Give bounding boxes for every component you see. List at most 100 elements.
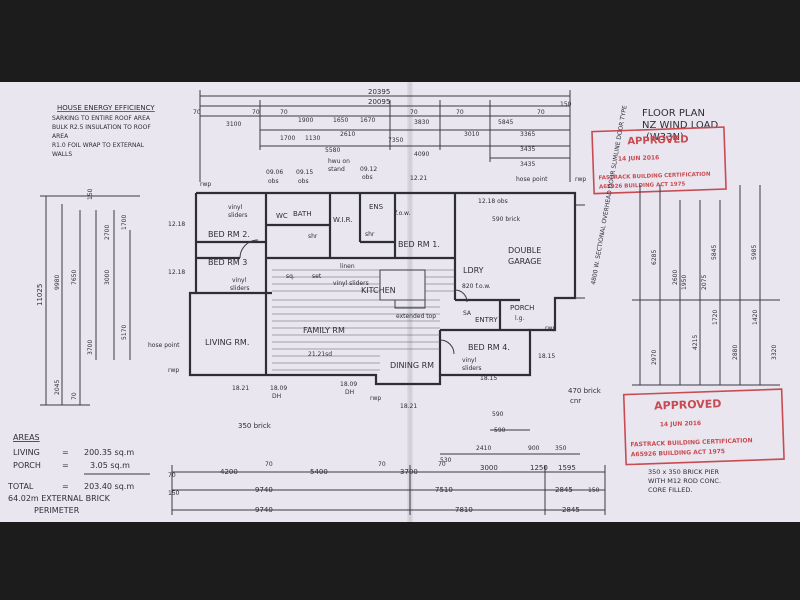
areas-perimeter-2: PERIMETER [34,506,80,515]
left-dimensions: 11025 9980 7650 3700 2045 5170 3000 2700… [36,188,140,406]
note-sa: SA [463,310,472,317]
areas-title: AREAS [13,433,40,442]
dim-right-11: 1420 [752,310,759,325]
dim-right-7: 2600 [672,270,679,285]
floor-plan [188,191,585,386]
stamp-top-line-2: A65926 BUILDING ACT 1975 [599,181,686,190]
level-0912: 09.12 [360,166,377,173]
dim-bottom-overall-2: 2845 [562,506,580,514]
note-set: set [312,273,322,280]
areas-total-label: TOTAL [7,482,34,491]
note-lg: l.g. [515,315,524,322]
dim-row2-5: 3365 [520,131,535,138]
dim-top-11: 70 [537,109,545,116]
energy-line-5: WALLS [52,151,72,158]
note-hose-point-top: hose point [516,176,548,183]
stamp-bottom-word: APPROVED [654,397,722,412]
dim-small-1: 590 [494,427,506,434]
level-0915: 09.15 [296,169,313,176]
level-1815-a: 18.15 [538,353,555,360]
dim-bottom-6: 70 [438,461,446,468]
dim-right-5: 2880 [732,345,739,360]
room-shower: shr [308,233,318,240]
stamp-top-date: 14 JUN 2016 [618,154,660,162]
note-fow: f.o.w. [395,210,410,217]
dim-right-1: 5985 [751,245,758,260]
page-fold [407,82,413,522]
areas-living-value: 200.35 sq.m [84,448,134,457]
stamp-top-word: APPROVED [627,134,689,147]
note-pier-3: CORE FILLED. [648,486,692,494]
floor-hatching [272,269,455,371]
areas-porch-label: PORCH [13,461,41,470]
dim-left-3: 2045 [54,380,61,395]
dim-top-7: 70 [410,109,418,116]
dim-small-2: 2410 [476,445,491,452]
dim-bottom2-1: 9740 [255,486,273,494]
dim-top-10: 5845 [498,119,513,126]
note-sliders-bed4: sliders [462,365,482,372]
room-ensuite-shower: shr [365,231,375,238]
room-bath: BATH [293,210,312,218]
note-hwu-on: hwu on [328,158,350,165]
room-wc: WC [276,212,288,220]
dim-row2-3: 7350 [388,137,403,144]
note-rwp-5: rwp [575,176,586,183]
dim-row2-2: 2610 [340,131,355,138]
dim-small-0: 590 [492,411,504,418]
stamp-bottom-date: 14 JUN 2016 [660,420,702,428]
areas-total-eq: = [62,482,69,491]
level-1809-a: 18.09 [270,385,287,392]
dim-row3-0: 5580 [325,147,340,154]
dim-left-4: 5170 [121,325,128,340]
note-obs-3: obs [362,174,373,181]
note-sliders-bed3: sliders [230,285,250,292]
note-obs-1: obs [268,178,279,185]
room-wir: W.I.R. [333,216,352,224]
room-kitchen: KITCHEN [361,286,396,295]
level-1809-b: 18.09 [340,381,357,388]
note-dh-1: DH [272,393,281,400]
dim-row2-0: 1700 [280,135,295,142]
energy-line-2: BULK R2.5 INSULATION TO ROOF [52,124,151,131]
dim-right-3: 4215 [692,335,699,350]
dim-row2-1: 1130 [305,135,320,142]
dim-bottom-3: 5400 [310,468,328,476]
stamp-top-line-1: FASTRACK BUILDING CERTIFICATION [599,172,712,182]
note-cnr: cnr [570,397,581,405]
dim-top-2: 70 [252,109,260,116]
room-entry: ENTRY [475,316,498,324]
title-line-1: FLOOR PLAN [642,108,705,119]
dim-bottom-4: 70 [378,461,386,468]
dim-top-5: 1650 [333,117,348,124]
dim-bottom-8: 1250 [530,464,548,472]
dim-top-4: 1900 [298,117,313,124]
title-line-3: (W33N) [646,132,684,143]
level-1218-a: 12.18 [168,221,185,228]
dim-top-12: 150 [560,101,572,108]
note-sq: sq. [286,273,295,280]
room-garage-1: DOUBLE [508,246,541,255]
room-living: LIVING RM. [205,338,249,347]
note-sliders-bed2: sliders [228,212,248,219]
note-470-brick: 470 brick [568,387,602,395]
note-pier-1: 350 x 350 BRICK PIER [648,468,720,476]
room-garage-2: GARAGE [508,257,542,266]
note-rwp-3: rwp [370,395,381,402]
note-rwp-4: rwp [545,325,556,332]
stamp-bottom-line-2: A65926 BUILDING ACT 1975 [631,448,725,458]
dim-row2-4: 3010 [464,131,479,138]
energy-line-4: R1.0 FOIL WRAP TO EXTERNAL [52,142,145,149]
top-dimensions: 20395 20095 70 3100 70 70 1900 1650 1670… [193,88,572,182]
level-1821-a: 18.21 [232,385,249,392]
dim-bottom2-2: 7510 [435,486,453,494]
level-1218-b: 12.18 [168,269,185,276]
note-vinyl-bed4: vinyl [462,357,477,364]
dim-bottom-overall-1: 7810 [455,506,473,514]
dim-bottom2-0: 150 [168,490,180,497]
dim-bottom-1: 4200 [220,468,238,476]
note-vinyl-sliders: vinyl sliders [333,280,369,287]
dim-left-6: 2700 [104,225,111,240]
areas-perimeter-1: 64.02m EXTERNAL BRICK [8,494,111,503]
